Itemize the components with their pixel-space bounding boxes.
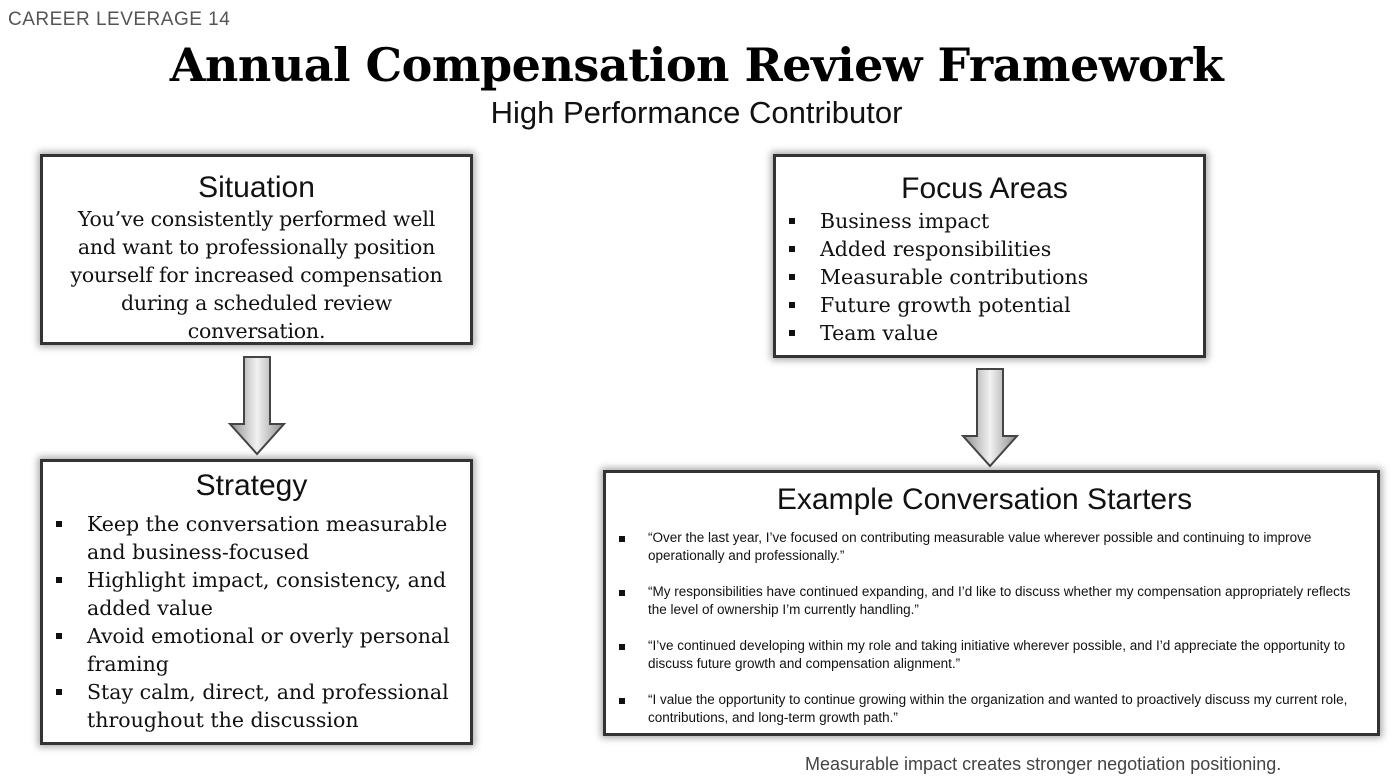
list-item: Added responsibilities xyxy=(776,235,1193,263)
list-item: Measurable contributions xyxy=(776,263,1193,291)
conversation-starters-list: “Over the last year, I’ve focused on con… xyxy=(606,529,1363,727)
brand-label: CAREER LEVERAGE 14 xyxy=(8,9,231,30)
focus-areas-list: Business impact Added responsibilities M… xyxy=(776,207,1193,347)
list-item: “My responsibilities have continued expa… xyxy=(606,583,1363,619)
list-item: Team value xyxy=(776,319,1193,347)
strategy-heading: Strategy xyxy=(195,469,308,502)
situation-box: Situation You’ve consistently performed … xyxy=(40,154,473,345)
list-item: Highlight impact, consistency, and added… xyxy=(43,566,460,622)
page-title: Annual Compensation Review Framework xyxy=(169,38,1224,92)
arrow-down-icon xyxy=(960,368,1020,468)
situation-heading: Situation xyxy=(198,171,315,204)
focus-areas-box: Focus Areas Business impact Added respon… xyxy=(773,154,1206,358)
conversation-starters-heading: Example Conversation Starters xyxy=(776,483,1193,516)
list-item: Keep the conversation measurable and bus… xyxy=(43,510,460,566)
list-item: “I value the opportunity to continue gro… xyxy=(606,691,1363,727)
arrow-down-icon xyxy=(227,356,287,456)
list-item: Stay calm, direct, and professional thro… xyxy=(43,678,460,734)
page-subtitle: High Performance Contributor xyxy=(490,95,903,130)
footer-note: Measurable impact creates stronger negot… xyxy=(805,754,1282,774)
situation-text: You’ve consistently performed well and w… xyxy=(70,207,443,343)
strategy-box: Strategy Keep the conversation measurabl… xyxy=(40,459,473,745)
list-item: “Over the last year, I’ve focused on con… xyxy=(606,529,1363,565)
list-item: Business impact xyxy=(776,207,1193,235)
conversation-starters-box: Example Conversation Starters “Over the … xyxy=(603,470,1380,736)
list-item: “I’ve continued developing within my rol… xyxy=(606,637,1363,673)
strategy-list: Keep the conversation measurable and bus… xyxy=(43,510,460,734)
focus-areas-heading: Focus Areas xyxy=(901,172,1068,205)
list-item: Avoid emotional or overly personal frami… xyxy=(43,622,460,678)
list-item: Future growth potential xyxy=(776,291,1193,319)
